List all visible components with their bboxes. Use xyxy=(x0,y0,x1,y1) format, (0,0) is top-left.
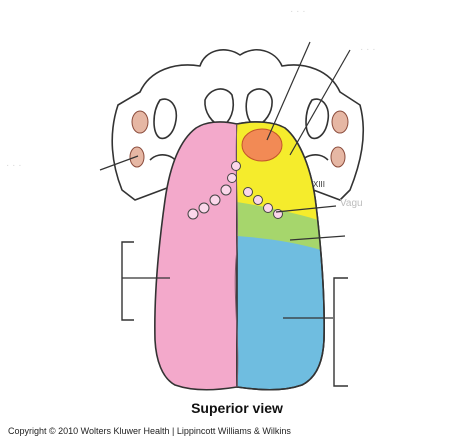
copyright-notice: Copyright © 2010 Wolters Kluwer Health |… xyxy=(8,426,291,436)
right-bracket xyxy=(333,277,348,387)
tongue-green-zone xyxy=(237,200,321,250)
leader-lines xyxy=(99,41,351,319)
faint-label-left: · · · xyxy=(6,160,22,171)
vallate-papillae xyxy=(187,161,283,220)
tongue-left-half xyxy=(154,121,238,391)
faint-label-top: · · · xyxy=(290,6,306,17)
tongue-orange-spot xyxy=(241,128,283,162)
label-vagus-partial: Vagu xyxy=(340,198,363,209)
ganglion-right xyxy=(330,110,349,168)
left-bracket xyxy=(121,241,134,321)
faint-label-right: · · · xyxy=(360,44,376,55)
ganglion-left xyxy=(129,110,149,168)
label-xiii: XIII xyxy=(313,180,326,189)
figure-caption: Superior view xyxy=(191,400,283,416)
